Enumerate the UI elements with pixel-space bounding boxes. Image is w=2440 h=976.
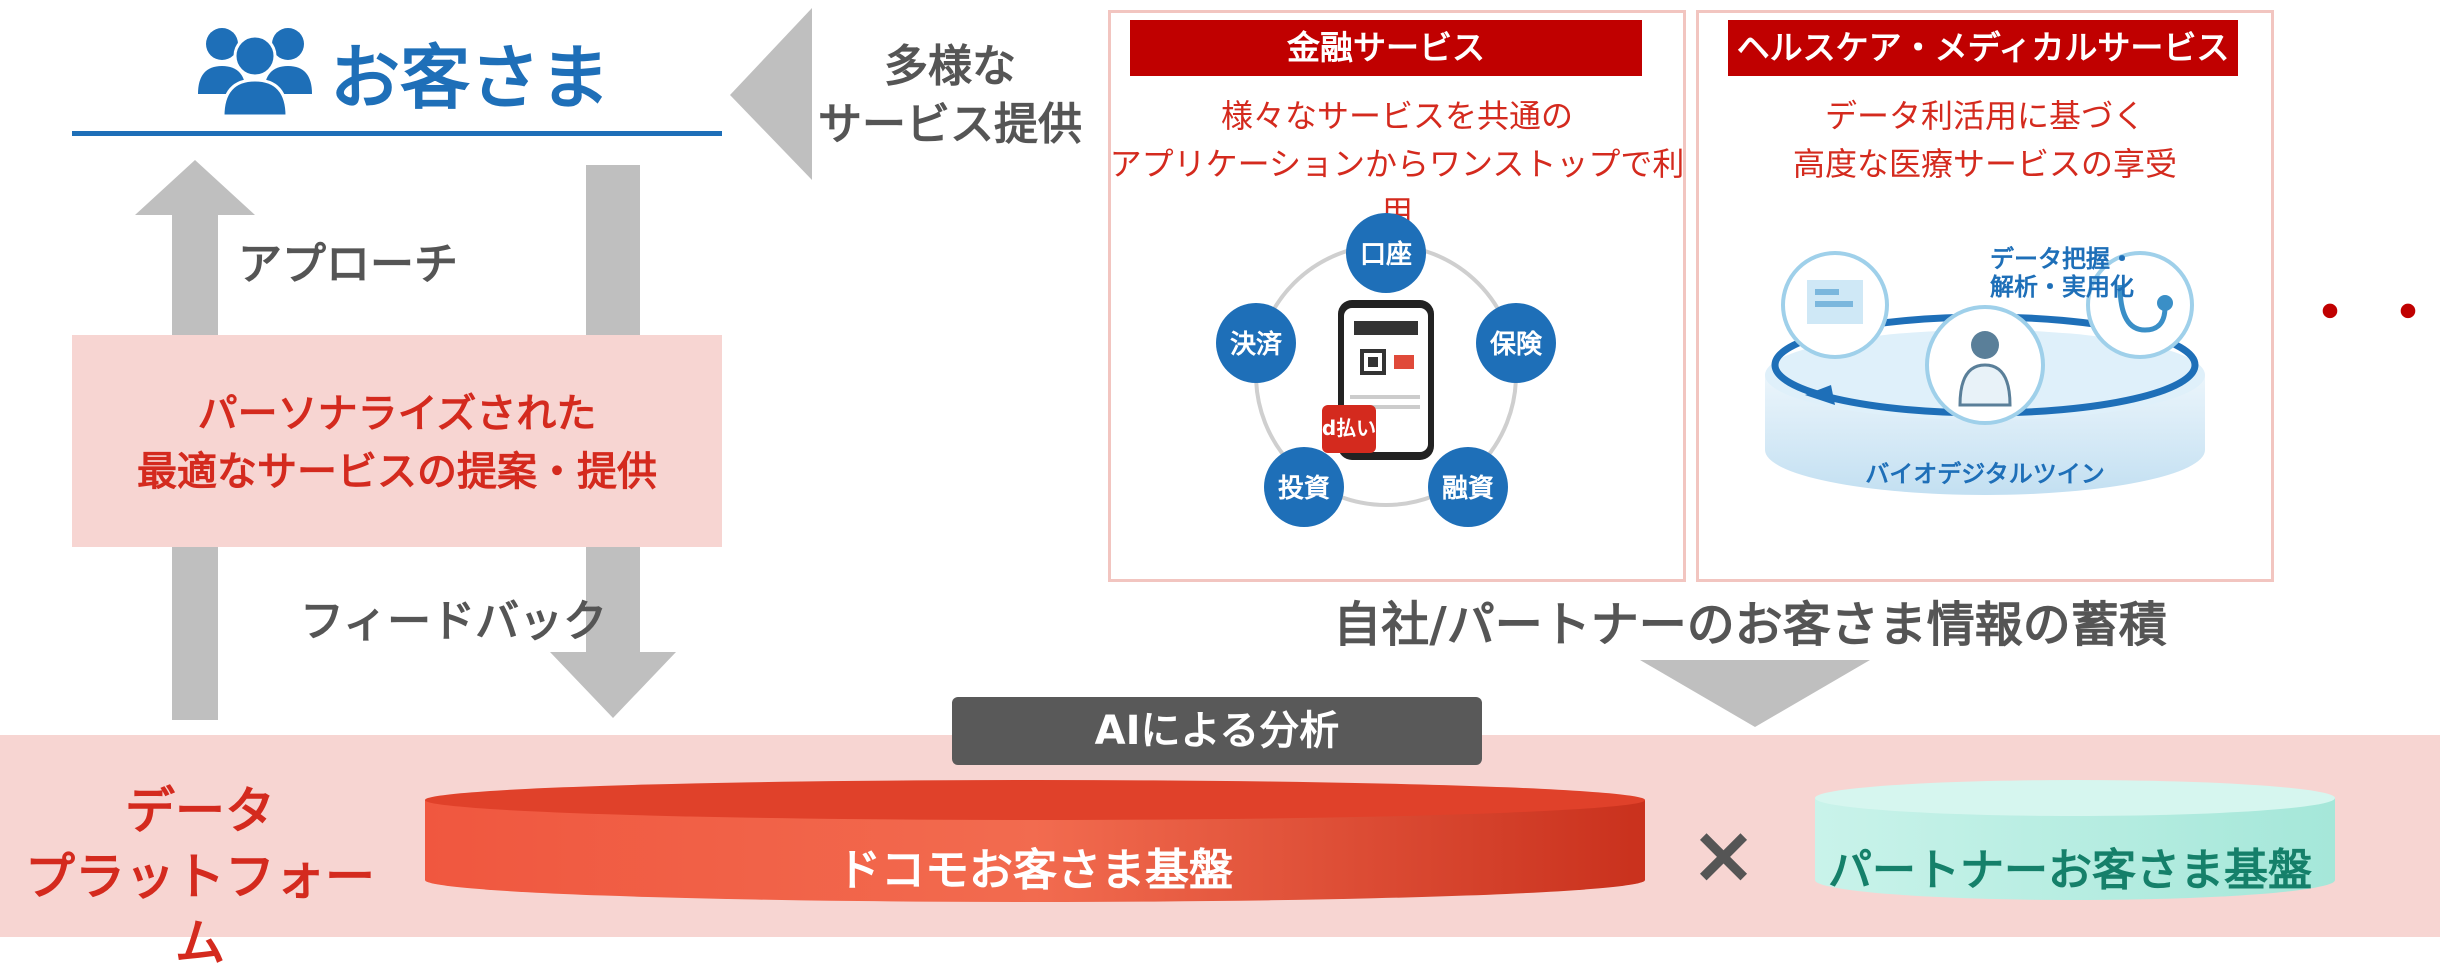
d-barai-icon: d払い [1322, 405, 1376, 453]
service-insurance: 保険 [1476, 303, 1556, 383]
service-label: 決済 [1230, 329, 1283, 360]
d-barai-label: d払い [1322, 416, 1376, 440]
personalized-line1: パーソナライズされた [197, 391, 597, 437]
bio-digital-twin-illustration: データ把握・ 解析・実用化 バイオデジタルツイン [1765, 245, 2205, 495]
service-payment: 決済 [1216, 303, 1296, 383]
doctor-icon [1925, 305, 2045, 425]
data-label-line2: 解析・実用化 [1990, 273, 2134, 301]
financial-desc-line2: アプリケーションからワンストップで利用 [1109, 145, 1685, 231]
service-label: 融資 [1442, 474, 1494, 504]
twin-label: バイオデジタルツイン [1865, 460, 2105, 488]
healthcare-desc-line2: 高度な医療サービスの享受 [1792, 145, 2177, 183]
accumulation-text: 自社/パートナーのお客さま情報の蓄積 [1333, 597, 2167, 653]
service-arrow [730, 8, 812, 180]
personalized-text: パーソナライズされた 最適なサービスの提案・提供 [72, 385, 722, 501]
personalized-box [72, 335, 722, 547]
medical-device-icon [2086, 251, 2194, 359]
accumulation-arrow [1640, 660, 1870, 727]
data-analysis-icon [1781, 251, 1889, 359]
financial-service-description: 様々なサービスを共通の アプリケーションからワンストップで利用 [1108, 92, 1686, 236]
data-platform-label: データ プラットフォーム [20, 778, 380, 976]
customer-underline [72, 131, 722, 136]
partner-base-label: パートナーお客さま基盤 [1828, 845, 2312, 896]
docomo-base-cylinder [425, 780, 1645, 902]
healthcare-service-label: ヘルスケア・メディカルサービス [1728, 20, 2238, 76]
service-label: 保険 [1489, 329, 1543, 360]
docomo-base-label: ドコモお客さま基盤 [837, 845, 1233, 896]
platform-line1: データ [125, 782, 275, 840]
service-line1: 多様な [884, 41, 1016, 92]
financial-service-label: 金融サービス [1130, 20, 1642, 76]
service-label: 投資 [1278, 474, 1330, 504]
service-provision-text: 多様な サービス提供 [800, 38, 1100, 154]
service-label: 口座 [1360, 239, 1412, 270]
personalized-line2: 最適なサービスの提案・提供 [137, 449, 657, 495]
ai-analysis-label: AIによる分析 [952, 697, 1482, 765]
approach-label: アプローチ [238, 239, 458, 290]
service-line2: サービス提供 [818, 99, 1082, 150]
service-loan: 融資 [1428, 447, 1508, 527]
data-label-line1: データ把握・ [1990, 245, 2134, 273]
people-icon [198, 28, 312, 117]
financial-desc-line1: 様々なサービスを共通の [1220, 97, 1573, 135]
cross-icon: × [1690, 808, 1758, 901]
service-account: 口座 [1346, 213, 1426, 293]
service-investment: 投資 [1264, 447, 1344, 527]
partner-base-cylinder [1815, 780, 2335, 900]
feedback-label: フィードバック [300, 596, 608, 647]
healthcare-desc-line1: データ利活用に基づく [1824, 97, 2145, 135]
financial-service-panel [1108, 10, 1686, 582]
financial-services-cycle: d払い 口座 保険 融資 投資 決済 [1216, 213, 1556, 527]
more-services-ellipsis: ・・・ [2300, 279, 2440, 349]
customer-base-cylinders [425, 780, 2335, 902]
healthcare-service-description: データ利活用に基づく 高度な医療サービスの享受 [1696, 92, 2274, 188]
customer-title: お客さま [330, 37, 610, 119]
